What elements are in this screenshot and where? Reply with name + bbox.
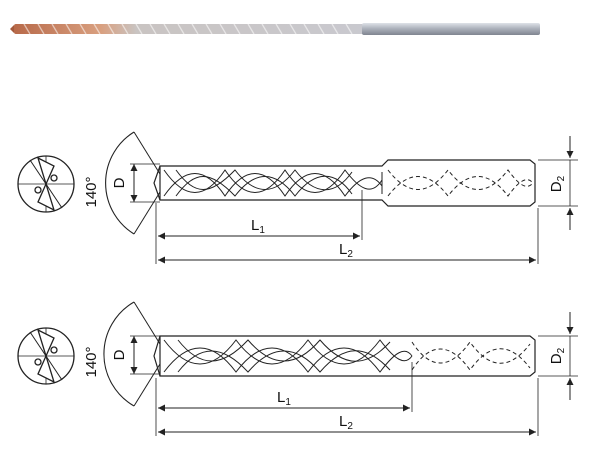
- angle-line-bottom: [133, 363, 161, 407]
- angle-line-bottom: [133, 191, 161, 235]
- drawing-1: 140° D: [17, 131, 578, 264]
- drill-outline: [159, 335, 536, 377]
- d2-label: D2: [548, 347, 567, 364]
- flutes: [163, 169, 383, 197]
- l1-label: L1: [277, 389, 291, 408]
- drill-outline: [159, 159, 536, 207]
- angle-label: 140°: [83, 176, 100, 207]
- svg-text:D2: D2: [548, 347, 567, 364]
- drill-tip: [153, 335, 161, 377]
- coolant-channels: [411, 341, 531, 371]
- d2-label: D2: [548, 175, 567, 192]
- l2-label: L2: [339, 241, 353, 260]
- l1-label: L1: [251, 217, 265, 236]
- end-view-icon: [17, 155, 75, 213]
- angle-line-top: [133, 131, 161, 175]
- angle-line-top: [133, 301, 161, 345]
- svg-text:D2: D2: [548, 175, 567, 192]
- drill-photo: [10, 23, 540, 35]
- angle-arc: [105, 131, 135, 235]
- angle-arc: [103, 301, 135, 407]
- end-view-icon: [17, 327, 75, 385]
- diameter-label: D: [111, 177, 128, 188]
- diameter-label: D: [111, 349, 128, 360]
- drill-tip: [153, 165, 161, 201]
- flutes: [163, 339, 413, 373]
- drawing-2: 140° D D2: [17, 301, 578, 436]
- l2-label: L2: [339, 413, 353, 432]
- angle-label: 140°: [83, 346, 100, 377]
